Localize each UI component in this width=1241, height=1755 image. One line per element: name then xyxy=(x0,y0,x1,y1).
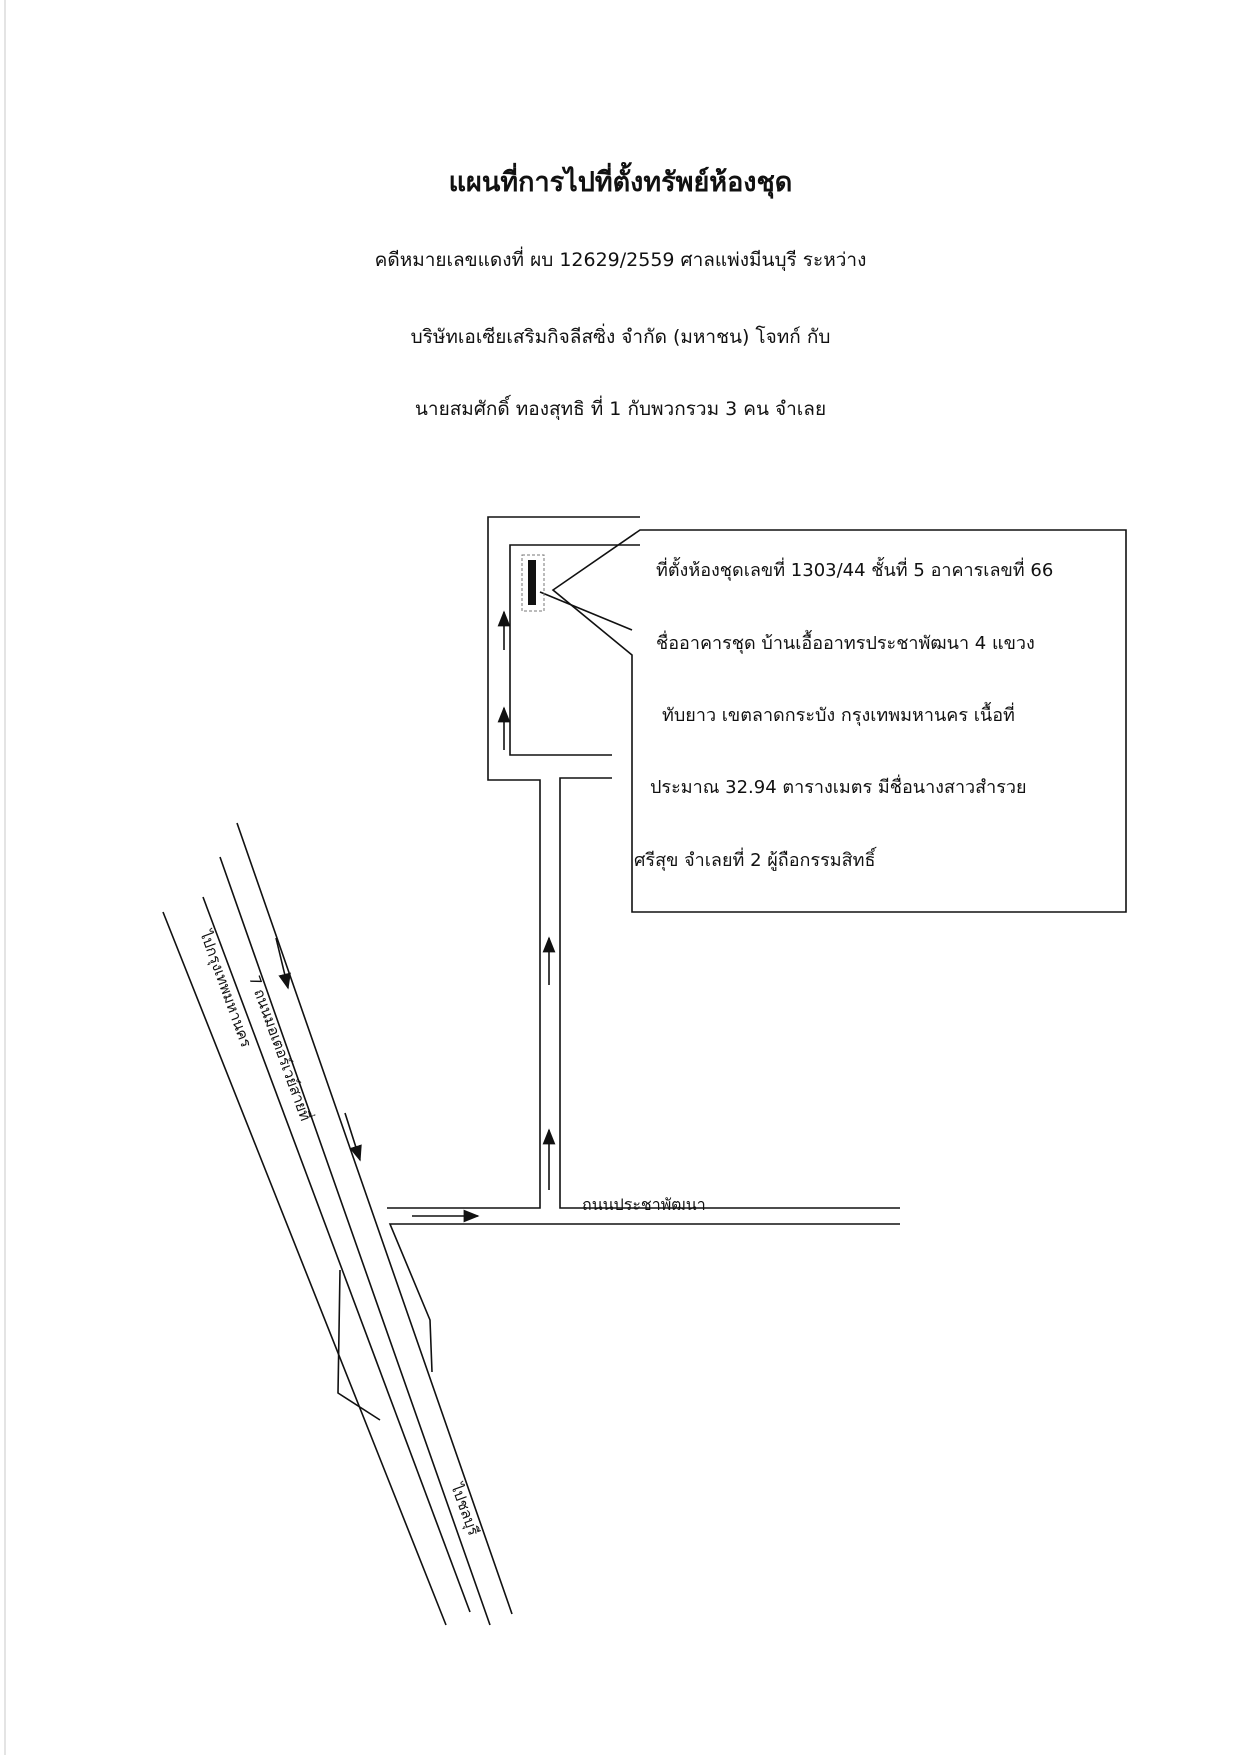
defendant-line: นายสมศักดิ์ ทองสุทธิ ที่ 1 กับพวกรวม 3 ค… xyxy=(414,398,827,420)
access-road-outer xyxy=(387,516,640,1209)
access-road-inner xyxy=(509,544,640,756)
local-road-label: ถนนประชาพัฒนา xyxy=(582,1195,706,1214)
callout-line-1: ที่ตั้งห้องชุดเลขที่ 1303/44 ชั้นที่ 5 อ… xyxy=(656,560,1054,581)
motorway-line-2 xyxy=(202,896,471,1613)
document-title: แผนที่การไปที่ตั้งทรัพย์ห้องชุด xyxy=(448,167,793,198)
motorway-line-1 xyxy=(162,911,447,1626)
arrow-down-icon xyxy=(275,937,291,990)
callout-line-3: ทับยาว เขตลาดกระบัง กรุงเทพมหานคร เนื้อท… xyxy=(662,705,1015,726)
motorway-line-4 xyxy=(236,822,513,1615)
callout-line-5: ศรีสุข จำเลยที่ 2 ผู้ถือกรรมสิทธิ์ xyxy=(634,850,876,871)
scan-page-edge xyxy=(4,0,6,1755)
callout-line-4: ประมาณ 32.94 ตารางเมตร มีชื่อนางสาวสำรวย xyxy=(650,777,1027,798)
arrow-down-icon xyxy=(344,1112,362,1162)
access-road-right xyxy=(559,777,900,1209)
motorway-line-3 xyxy=(219,856,491,1626)
case-number-line: คดีหมายเลขแดงที่ ผบ 12629/2559 ศาลแพ่งมี… xyxy=(374,249,867,271)
callout-line-2: ชื่ออาคารชุด บ้านเอื้ออาทรประชาพัฒนา 4 แ… xyxy=(656,633,1035,654)
frontage-road xyxy=(337,1269,381,1421)
local-road-lower-edge xyxy=(388,1223,900,1373)
plaintiff-line: บริษัทเอเซียเสริมกิจลีสซิ่ง จำกัด (มหาชน… xyxy=(410,326,831,348)
building-plot-icon xyxy=(521,554,545,612)
callout-pointer xyxy=(539,591,633,631)
building-marker-icon xyxy=(528,560,536,605)
callout-box-outline xyxy=(551,529,1127,913)
